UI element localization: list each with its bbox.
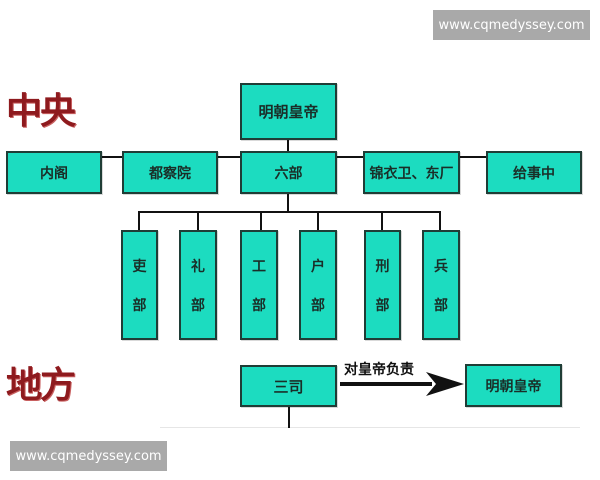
node-censorate: 都察院 bbox=[122, 151, 218, 194]
ministry-char-top: 兵 bbox=[434, 258, 448, 275]
node-ministry-personnel: 吏 部 bbox=[121, 230, 158, 340]
node-six-ministries: 六部 bbox=[240, 151, 337, 194]
section-label-central: 中央 bbox=[6, 91, 76, 132]
section-label-local: 地方 bbox=[6, 365, 76, 406]
connector-drop bbox=[197, 211, 199, 230]
ministry-char-bottom: 部 bbox=[191, 297, 205, 314]
node-supervising-secretaries: 给事中 bbox=[486, 151, 582, 194]
arrow-label: 对皇帝负责 bbox=[344, 362, 414, 378]
ministry-char-bottom: 部 bbox=[311, 297, 325, 314]
connector-drop bbox=[317, 211, 319, 230]
node-emperor-local: 明朝皇帝 bbox=[465, 364, 562, 407]
connector-drop bbox=[381, 211, 383, 230]
node-ministry-justice: 刑 部 bbox=[364, 230, 401, 340]
ministry-char-top: 户 bbox=[311, 258, 325, 275]
node-ministry-war: 兵 部 bbox=[422, 230, 460, 340]
ministry-char-bottom: 部 bbox=[375, 297, 390, 314]
arrow-right-icon bbox=[340, 372, 464, 396]
node-ministry-works: 工 部 bbox=[240, 230, 278, 340]
node-jinyiwei-dongchang: 锦衣卫、东厂 bbox=[363, 151, 460, 194]
watermark-bottom: www.cqmedyssey.com bbox=[10, 441, 167, 471]
node-ministry-revenue: 户 部 bbox=[299, 230, 337, 340]
watermark-top: www.cqmedyssey.com bbox=[433, 10, 590, 40]
connector-ministries-bus bbox=[138, 211, 441, 213]
ministry-char-bottom: 部 bbox=[252, 297, 266, 314]
ministry-char-top: 刑 bbox=[375, 258, 390, 275]
connector-drop bbox=[439, 211, 441, 230]
node-emperor: 明朝皇帝 bbox=[240, 83, 337, 140]
connector-drop bbox=[260, 211, 262, 230]
connector-root bbox=[287, 140, 289, 157]
ministry-char-top: 工 bbox=[252, 258, 266, 275]
connector-drop bbox=[138, 211, 140, 230]
ministry-char-top: 礼 bbox=[191, 258, 205, 275]
node-grand-secretariat: 内阁 bbox=[6, 151, 102, 194]
faint-divider bbox=[160, 427, 580, 428]
ministry-char-bottom: 部 bbox=[132, 297, 147, 314]
connector-six-ministries bbox=[287, 194, 289, 213]
ministry-char-bottom: 部 bbox=[434, 297, 448, 314]
node-three-offices: 三司 bbox=[240, 365, 337, 407]
node-ministry-rites: 礼 部 bbox=[179, 230, 217, 340]
connector-three-offices-down bbox=[288, 407, 290, 428]
ministry-char-top: 吏 bbox=[132, 258, 147, 275]
